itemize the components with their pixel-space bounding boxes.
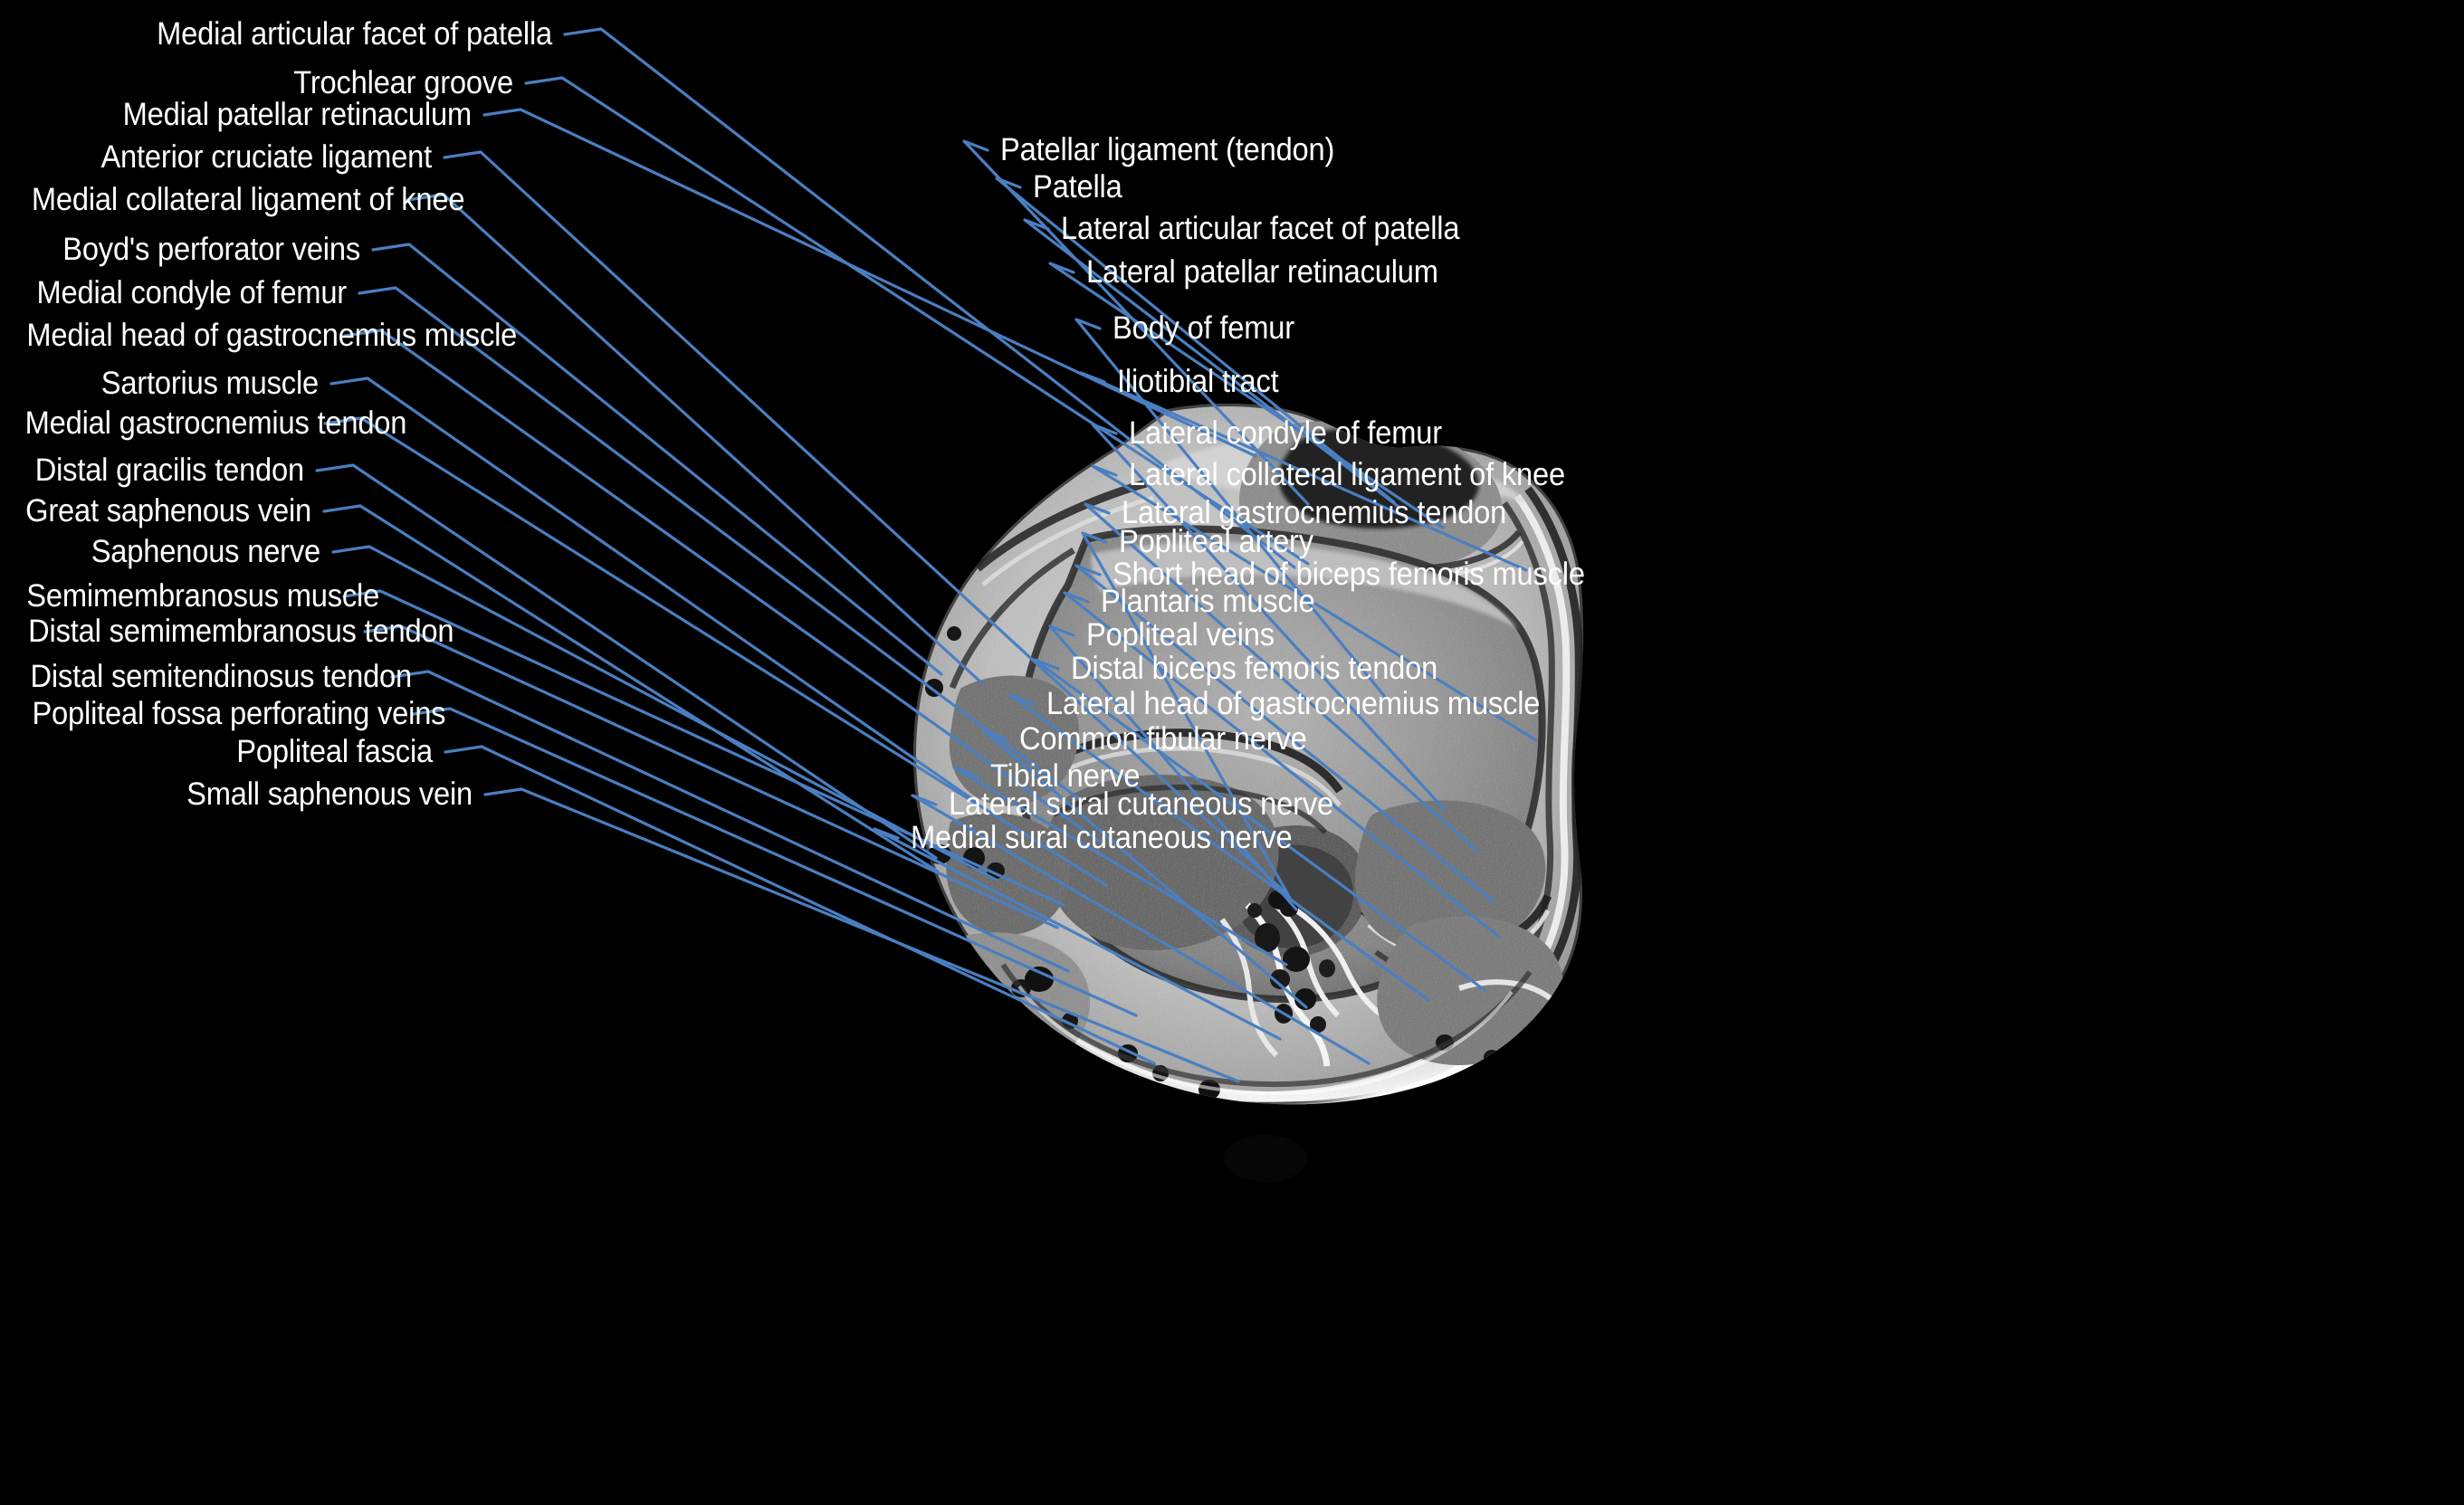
label-great-saphenous-vein: Great saphenous vein [25, 492, 311, 529]
label-lateral-gastrocnemius-tendon: Lateral gastrocnemius tendon [1122, 494, 1507, 530]
label-medial-condyle-of-femur: Medial condyle of femur [36, 274, 348, 310]
label-popliteal-veins: Popliteal veins [1086, 616, 1275, 652]
label-boyds-perforator-veins: Boyd's perforator veins [62, 231, 360, 267]
label-common-fibular-nerve: Common fibular nerve [1019, 720, 1307, 757]
label-lateral-articular-facet-of-patella: Lateral articular facet of patella [1061, 210, 1460, 246]
label-medial-gastrocnemius-tendon: Medial gastrocnemius tendon [24, 405, 407, 441]
label-saphenous-nerve: Saphenous nerve [91, 533, 320, 569]
label-distal-biceps-femoris-tendon: Distal biceps femoris tendon [1071, 650, 1438, 686]
label-popliteal-artery: Popliteal artery [1119, 523, 1313, 559]
label-medial-sural-cutaneous-nerve: Medial sural cutaneous nerve [911, 819, 1293, 855]
label-lateral-collateral-ligament-of-knee: Lateral collateral ligament of knee [1129, 456, 1565, 492]
label-medial-head-of-gastrocnemius-muscle: Medial head of gastrocnemius muscle [26, 317, 518, 353]
label-semimembranosus-muscle: Semimembranosus muscle [26, 577, 380, 614]
label-medial-collateral-ligament-of-knee: Medial collateral ligament of knee [31, 181, 465, 217]
label-lateral-patellar-retinaculum: Lateral patellar retinaculum [1086, 253, 1438, 290]
label-small-saphenous-vein: Small saphenous vein [186, 776, 473, 812]
label-medial-patellar-retinaculum: Medial patellar retinaculum [122, 96, 473, 132]
label-distal-semimembranosus-tendon: Distal semimembranosus tendon [28, 613, 454, 649]
label-trochlear-groove: Trochlear groove [293, 64, 513, 100]
label-lateral-sural-cutaneous-nerve: Lateral sural cutaneous nerve [949, 786, 1333, 822]
label-anterior-cruciate-ligament: Anterior cruciate ligament [100, 138, 432, 175]
label-medial-articular-facet-of-patella: Medial articular facet of patella [157, 15, 552, 52]
label-iliotibial-tract: Iliotibial tract [1117, 363, 1279, 399]
label-distal-semitendinosus-tendon: Distal semitendinosus tendon [30, 658, 413, 694]
label-lateral-head-of-gastrocnemius-muscle: Lateral head of gastrocnemius muscle [1046, 685, 1541, 721]
label-plantaris-muscle: Plantaris muscle [1101, 583, 1315, 619]
label-body-of-femur: Body of femur [1113, 310, 1294, 346]
label-short-head-of-biceps-femoris-muscle: Short head of biceps femoris muscle [1113, 556, 1585, 592]
label-patellar-ligament-tendon: Patellar ligament (tendon) [1000, 131, 1335, 167]
label-patella: Patella [1033, 168, 1122, 205]
label-lateral-condyle-of-femur: Lateral condyle of femur [1129, 414, 1442, 451]
label-sartorius-muscle: Sartorius muscle [100, 365, 319, 401]
label-tibial-nerve: Tibial nerve [990, 757, 1141, 794]
label-popliteal-fossa-perforating-veins: Popliteal fossa perforating veins [32, 695, 446, 731]
label-popliteal-fascia: Popliteal fascia [236, 733, 433, 769]
label-distal-gracilis-tendon: Distal gracilis tendon [34, 452, 304, 488]
